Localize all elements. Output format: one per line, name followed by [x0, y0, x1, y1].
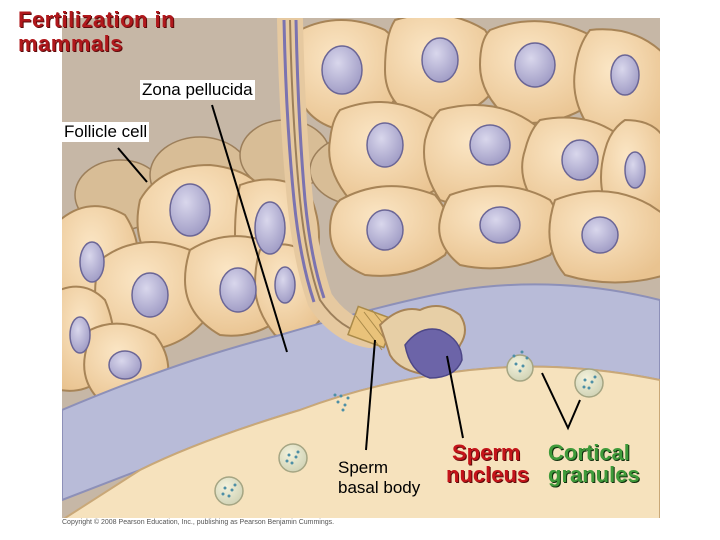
label-sperm-basal-body: Sperm basal body [338, 458, 420, 498]
granule-dots [221, 350, 597, 498]
sperm-tail [277, 18, 383, 348]
leader-lines [117, 104, 581, 451]
title: Fertilization in mammals [18, 8, 175, 56]
sperm-basal-body-line-1: Sperm [338, 458, 389, 477]
egg-cytoplasm [63, 365, 660, 518]
copyright: Copyright © 2008 Pearson Education, Inc.… [62, 519, 335, 526]
follicle-nuclei [69, 37, 646, 380]
sperm-basal-body-line-2: basal body [338, 478, 421, 497]
title-line-1: Fertilization in [18, 7, 176, 32]
label-sperm-nucleus: Sperm nucleus [446, 442, 529, 486]
sperm-basal-body-leader [365, 339, 376, 451]
follicle-cell-leader [117, 147, 148, 183]
cortical-granules-line-2: granules [548, 462, 640, 487]
cortical-granules-line-1: Cortical [548, 440, 630, 465]
cortical-granules-leader [541, 372, 581, 431]
sperm-nucleus-leader [446, 355, 464, 439]
sperm-nucleus-shape [404, 328, 463, 379]
label-zona-pellucida: Zona pellucida [140, 80, 255, 100]
title-line-2: mammals [18, 31, 124, 56]
sperm-nucleus-line-2: nucleus [446, 462, 530, 487]
sperm-basal-body [347, 305, 397, 351]
label-cortical-granules: Cortical granules [548, 442, 640, 486]
zona-pellucida-leader [211, 104, 288, 353]
label-follicle-cell: Follicle cell [62, 122, 150, 142]
follicle-cells-top [292, 18, 660, 284]
sperm-nucleus-line-1: Sperm [452, 440, 521, 465]
